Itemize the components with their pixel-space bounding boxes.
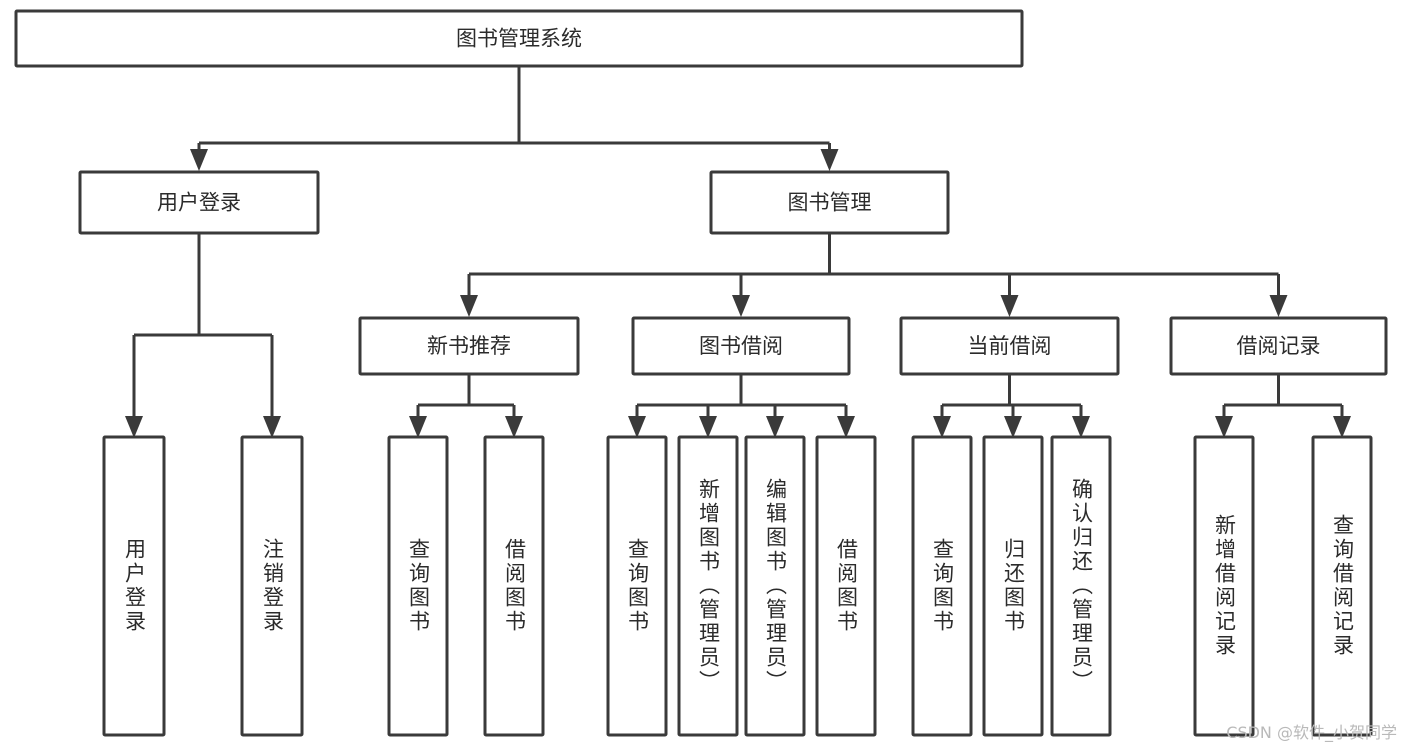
leaf-box-8[interactable] — [911, 435, 973, 737]
leaf-box-10[interactable] — [1050, 435, 1112, 737]
node-label-level3-0: 新书推荐 — [427, 334, 511, 358]
arrow-head-icon — [505, 416, 523, 438]
arrow-head-icon — [409, 416, 427, 438]
arrow-head-icon — [1333, 416, 1351, 438]
arrow-head-icon — [1072, 416, 1090, 438]
arrow-head-icon — [1000, 295, 1019, 317]
csdn-watermark: CSDN @软件_小贺同学 — [1226, 723, 1397, 742]
node-box-root[interactable] — [14, 9, 1024, 68]
arrow-head-icon — [732, 295, 750, 317]
arrow-head-icon — [263, 416, 281, 438]
node-box-level3-2[interactable] — [899, 316, 1120, 376]
node-label-level2-0: 用户登录 — [157, 191, 241, 215]
leaf-box-3[interactable] — [483, 435, 545, 737]
arrow-head-icon — [699, 416, 717, 438]
node-label-level3-3: 借阅记录 — [1237, 334, 1321, 358]
edges-layer — [125, 66, 1351, 438]
node-label-root: 图书管理系统 — [456, 27, 582, 51]
arrow-head-icon — [820, 149, 839, 171]
boxes-layer — [14, 9, 1388, 737]
arrow-head-icon — [125, 416, 143, 438]
arrow-head-icon — [628, 416, 646, 438]
leaf-box-11[interactable] — [1193, 435, 1255, 737]
leaf-box-5[interactable] — [677, 435, 739, 737]
leaf-box-7[interactable] — [815, 435, 877, 737]
arrow-head-icon — [1004, 416, 1022, 438]
leaf-box-12[interactable] — [1311, 435, 1373, 737]
leaf-box-2[interactable] — [387, 435, 449, 737]
leaf-box-9[interactable] — [982, 435, 1044, 737]
node-box-level2-1[interactable] — [709, 170, 950, 235]
arrow-head-icon — [190, 149, 208, 171]
arrow-head-icon — [460, 295, 478, 317]
node-box-level3-0[interactable] — [358, 316, 580, 376]
arrow-head-icon — [1269, 295, 1288, 317]
leaf-box-1[interactable] — [240, 435, 304, 737]
arrow-head-icon — [1215, 416, 1233, 438]
node-label-level3-2: 当前借阅 — [968, 334, 1052, 358]
leaf-box-4[interactable] — [606, 435, 668, 737]
leaf-box-0[interactable] — [102, 435, 166, 737]
node-box-level3-1[interactable] — [631, 316, 851, 376]
leaf-box-6[interactable] — [744, 435, 806, 737]
node-label-level2-1: 图书管理 — [788, 191, 872, 215]
arrow-head-icon — [837, 416, 855, 438]
arrow-head-icon — [933, 416, 951, 438]
node-box-level2-0[interactable] — [78, 170, 320, 235]
node-label-level3-1: 图书借阅 — [699, 334, 783, 358]
arrow-head-icon — [766, 416, 784, 438]
node-box-level3-3[interactable] — [1169, 316, 1388, 376]
